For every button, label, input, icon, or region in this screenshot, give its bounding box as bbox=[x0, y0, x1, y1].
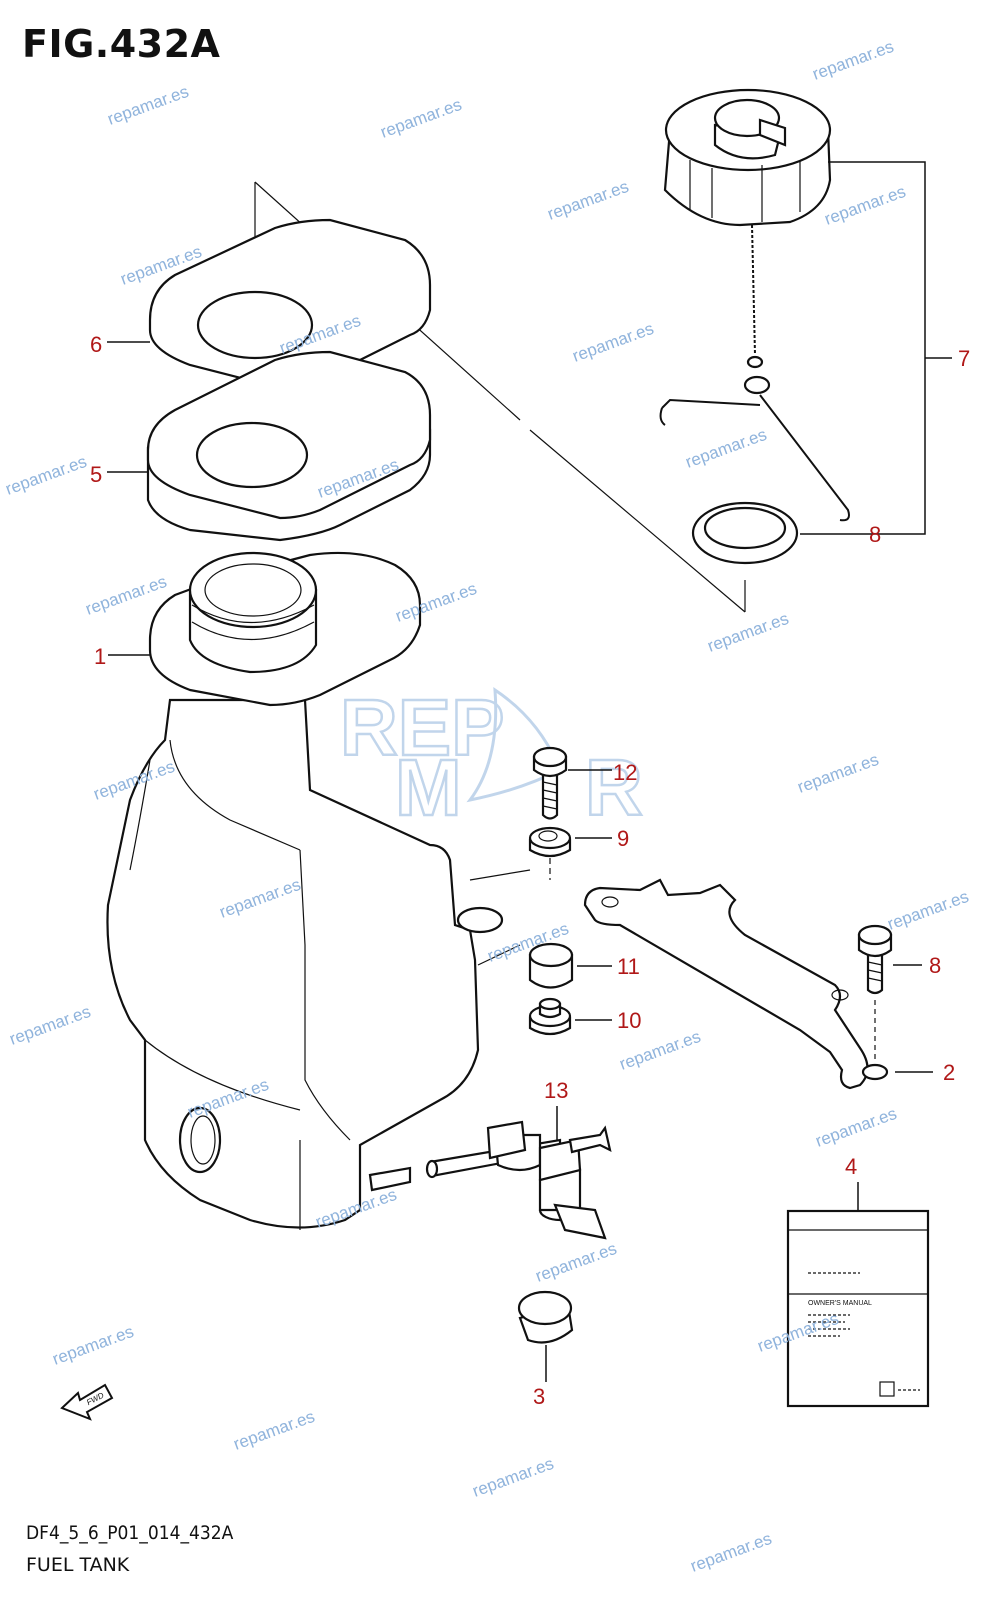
part-13-owners-manual: OWNER'S MANUAL bbox=[786, 1209, 930, 1408]
callout-1: 1 bbox=[94, 644, 106, 669]
manual-label: OWNER'S MANUAL bbox=[808, 1300, 872, 1307]
callout-4: 6 bbox=[90, 332, 102, 357]
callout-6: 8 bbox=[869, 522, 881, 547]
figure-code: DF4_5_6_P01_014_432A bbox=[26, 1522, 234, 1544]
watermark-text: repamar.es bbox=[810, 37, 896, 84]
watermark-text: repamar.es bbox=[105, 82, 191, 129]
watermark-text: repamar.es bbox=[378, 95, 464, 142]
part-10-bolt bbox=[532, 746, 568, 820]
part-3-seal-plate bbox=[146, 350, 432, 542]
callout-labels: 6 5 1 7 8 12 9 11 10 8 2 13 3 4 bbox=[90, 332, 970, 1409]
watermark-text: repamar.es bbox=[705, 609, 791, 656]
part-2-bracket bbox=[583, 878, 889, 1090]
watermark-text: repamar.es bbox=[813, 1104, 899, 1151]
part-8-collar-lower bbox=[528, 997, 572, 1036]
watermark-text: repamar.es bbox=[822, 182, 908, 229]
figure-title: FIG.432A bbox=[22, 22, 221, 66]
watermark-text: repamar.es bbox=[470, 1454, 556, 1501]
part-5-fuel-cap bbox=[659, 88, 850, 522]
watermark-text: repamar.es bbox=[795, 750, 881, 797]
callout-5: 7 bbox=[958, 346, 970, 371]
part-7-bolt bbox=[857, 924, 893, 995]
part-8-collar-upper bbox=[528, 826, 572, 880]
watermark-text: repamar.es bbox=[885, 887, 971, 934]
callout-7: 8 bbox=[929, 953, 941, 978]
part-12-fuel-cock bbox=[368, 1120, 612, 1240]
watermark-text: repamar.es bbox=[570, 319, 656, 366]
watermark-text: repamar.es bbox=[3, 452, 89, 499]
watermark-text: repamar.es bbox=[231, 1407, 317, 1454]
watermark-text: repamar.es bbox=[617, 1027, 703, 1074]
part-1-fuel-tank bbox=[106, 551, 531, 1230]
watermark-text: repamar.es bbox=[7, 1002, 93, 1049]
callout-11: 3 bbox=[533, 1384, 545, 1409]
watermark-text: repamar.es bbox=[545, 177, 631, 224]
callout-12: 13 bbox=[544, 1078, 568, 1103]
watermark-text: repamar.es bbox=[50, 1322, 136, 1369]
callout-8-lower: 10 bbox=[617, 1008, 641, 1033]
callout-10: 12 bbox=[613, 760, 637, 785]
svg-text:R: R bbox=[585, 743, 643, 832]
watermark-text: repamar.es bbox=[688, 1529, 774, 1576]
callout-8-upper: 9 bbox=[617, 826, 629, 851]
watermark-text: repamar.es bbox=[683, 425, 769, 472]
figure-name: FUEL TANK bbox=[26, 1554, 130, 1576]
callout-3: 5 bbox=[90, 462, 102, 487]
callout-9: 11 bbox=[617, 954, 640, 979]
part-9-grommet bbox=[528, 942, 574, 989]
repamar-logo-watermark: REP M R bbox=[339, 682, 644, 834]
callout-13: 4 bbox=[845, 1154, 857, 1179]
svg-text:M: M bbox=[395, 743, 462, 832]
part-11-cap bbox=[517, 1290, 574, 1344]
fwd-arrow-icon: FWD bbox=[60, 1383, 114, 1421]
part-4-gasket-plate bbox=[148, 218, 432, 390]
callout-2: 2 bbox=[943, 1060, 955, 1085]
leader-lines bbox=[107, 161, 952, 1382]
part-6-cap-gasket bbox=[691, 501, 799, 565]
watermark-text: repamar.es bbox=[533, 1239, 619, 1286]
svg-text:REP: REP bbox=[340, 683, 505, 772]
